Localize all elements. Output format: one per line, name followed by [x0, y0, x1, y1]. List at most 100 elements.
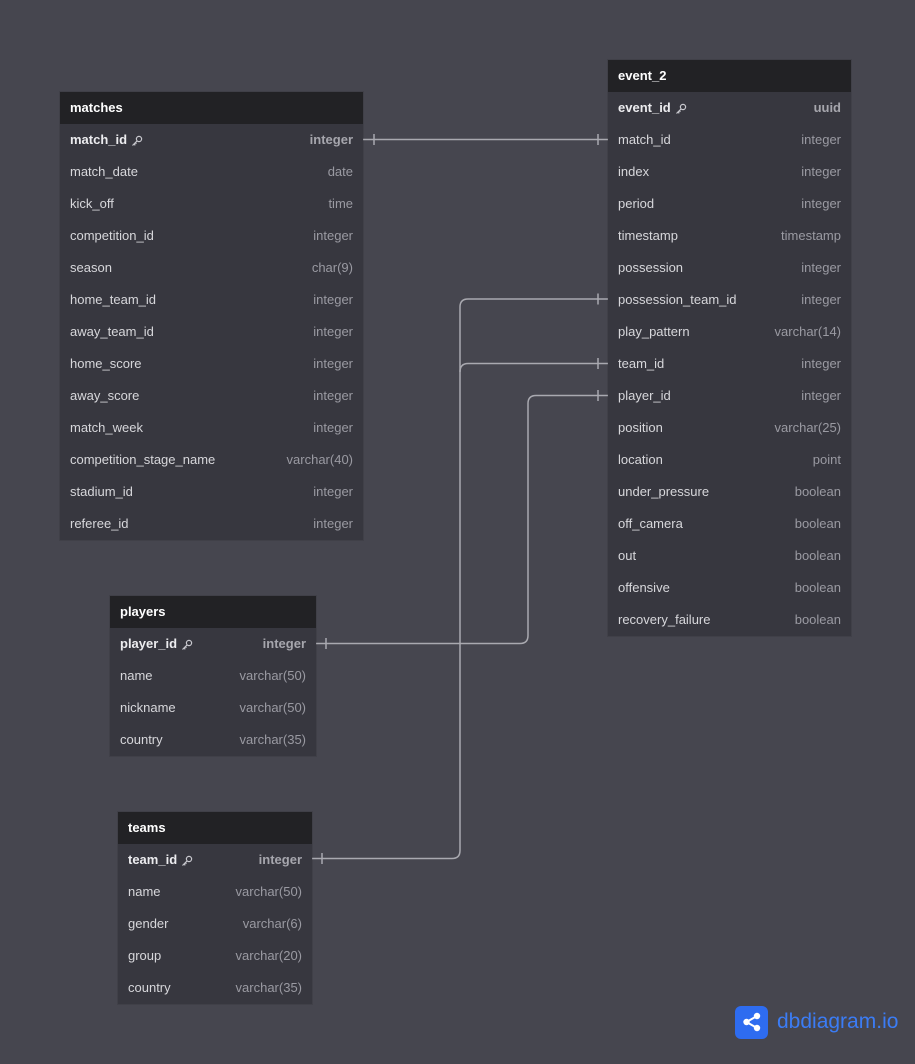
table-row[interactable]: away_team_id integer — [60, 316, 363, 348]
field-name: possession — [618, 260, 684, 275]
field-name: competition_stage_name — [70, 452, 216, 467]
table-header-event-2[interactable]: event_2 — [608, 60, 851, 92]
table-row[interactable]: period integer — [608, 188, 851, 220]
table-row[interactable]: country varchar(35) — [110, 724, 316, 756]
field-name: name — [128, 884, 161, 899]
table-header-teams[interactable]: teams — [118, 812, 312, 844]
field-name-cell: match_id — [618, 124, 671, 156]
field-name-cell: index — [618, 156, 649, 188]
table-row[interactable]: position varchar(25) — [608, 412, 851, 444]
field-name-cell: stadium_id — [70, 476, 133, 508]
key-icon — [182, 855, 193, 866]
field-name-cell: kick_off — [70, 188, 114, 220]
field-name-cell: out — [618, 540, 636, 572]
field-type: integer — [313, 324, 353, 339]
field-type: integer — [258, 852, 302, 867]
field-name: country — [120, 732, 163, 747]
field-name: country — [128, 980, 171, 995]
field-type: varchar(40) — [286, 452, 353, 467]
field-name-cell: season — [70, 252, 112, 284]
field-name-cell: group — [128, 940, 161, 972]
field-name: position — [618, 420, 663, 435]
table-header-matches[interactable]: matches — [60, 92, 363, 124]
field-name: team_id — [128, 852, 178, 867]
field-name-cell: match_id — [70, 124, 143, 156]
field-type: point — [812, 452, 841, 467]
field-name: away_team_id — [70, 324, 154, 339]
field-name: nickname — [120, 700, 176, 715]
dbdiagram-brand[interactable]: dbdiagram.io — [735, 1005, 898, 1039]
field-name-cell: home_team_id — [70, 284, 156, 316]
table-row[interactable]: home_team_id integer — [60, 284, 363, 316]
field-type: varchar(25) — [774, 420, 841, 435]
table-header-players[interactable]: players — [110, 596, 316, 628]
field-name: off_camera — [618, 516, 683, 531]
field-type: integer — [801, 196, 841, 211]
table-row[interactable]: team_id integer — [118, 844, 312, 876]
field-name-cell: recovery_failure — [618, 604, 711, 636]
field-type: integer — [313, 388, 353, 403]
field-name: out — [618, 548, 637, 563]
field-name: home_score — [70, 356, 142, 371]
field-name-cell: position — [618, 412, 663, 444]
field-type: varchar(35) — [239, 732, 306, 747]
brand-name-suffix: .io — [876, 1010, 899, 1033]
field-name-cell: offensive — [618, 572, 670, 604]
table-row[interactable]: season char(9) — [60, 252, 363, 284]
field-name-cell: timestamp — [618, 220, 678, 252]
field-name: period — [618, 196, 655, 211]
connector-team-id[interactable] — [459, 362, 608, 373]
field-name: player_id — [120, 636, 178, 651]
table-row[interactable]: competition_stage_name varchar(40) — [60, 444, 363, 476]
field-type: integer — [313, 228, 353, 243]
field-type: char(9) — [311, 260, 353, 275]
field-type: uuid — [813, 100, 841, 115]
field-name: timestamp — [618, 228, 678, 243]
key-icon — [182, 639, 193, 650]
field-name-cell: referee_id — [70, 508, 129, 540]
field-name: match_date — [70, 164, 138, 179]
field-type: boolean — [794, 484, 841, 499]
field-type: integer — [313, 292, 353, 307]
